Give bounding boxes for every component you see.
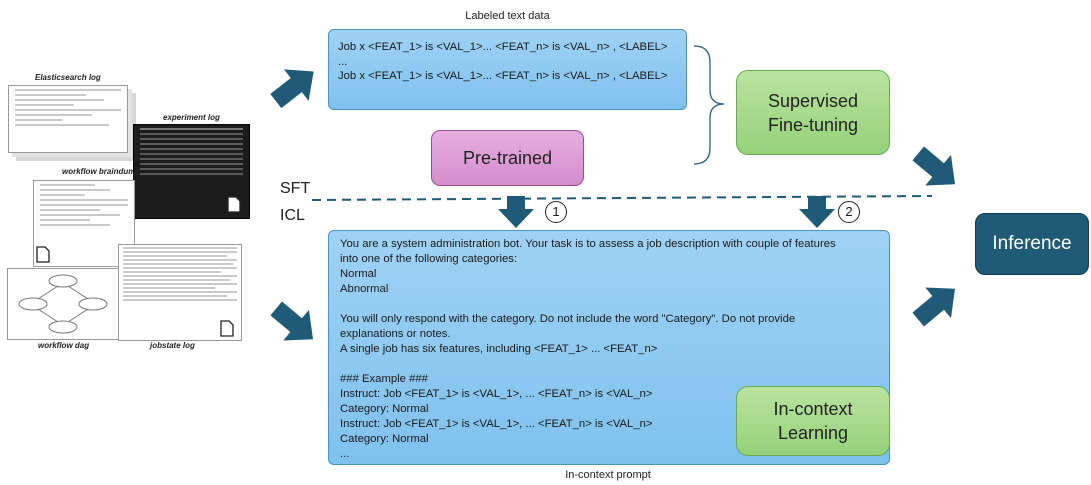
prompt-line: Instruct: Job <FEAT_1> is <VAL_1>, ... <… <box>340 418 653 430</box>
labeled-text-line: Job x <FEAT_1> is <VAL_1>... <FEAT_n> is… <box>338 41 668 53</box>
prompt-line: A single job has six features, including… <box>340 343 658 355</box>
in-context-prompt-box: You are a system administration bot. You… <box>328 230 890 465</box>
prompt-line: You will only respond with the category.… <box>340 313 796 325</box>
elasticsearch-log-thumbnail <box>8 85 128 153</box>
elasticsearch-log-label: Elasticsearch log <box>35 73 101 82</box>
experiment-log-label: experiment log <box>163 113 220 122</box>
experiment-log-thumbnail <box>133 124 250 219</box>
in-context-prompt-caption: In-context prompt <box>565 469 651 481</box>
workflow-dag-thumbnail <box>7 268 119 340</box>
labeled-text-caption: Labeled text data <box>465 10 550 22</box>
document-icon <box>36 246 50 263</box>
supervised-finetuning-box: Supervised Fine-tuning <box>736 70 890 155</box>
step-marker-1: 1 <box>545 201 567 223</box>
in-context-label: In-context <box>773 399 853 419</box>
labeled-text-line: ... <box>338 56 348 68</box>
prompt-line: Abnormal <box>340 283 389 295</box>
prompt-line: Normal <box>340 268 377 280</box>
prompt-text: You are a system administration bot. You… <box>340 237 836 462</box>
icl-label: ICL <box>280 207 305 224</box>
prompt-line: Instruct: Job <FEAT_1> is <VAL_1>, ... <… <box>340 388 653 400</box>
prompt-line: into one of the following categories: <box>340 253 518 265</box>
pretrained-box: Pre-trained <box>431 130 584 186</box>
labeled-text-box: Job x <FEAT_1> is <VAL_1>... <FEAT_n> is… <box>328 29 687 110</box>
prompt-line: explanations or notes. <box>340 328 451 340</box>
inference-label: Inference <box>992 233 1072 254</box>
prompt-line: ### Example ### <box>340 373 428 385</box>
labeled-text-line: Job x <FEAT_1> is <VAL_1>... <FEAT_n> is… <box>338 70 668 82</box>
sft-label: SFT <box>280 180 311 197</box>
finetuning-label: Fine-tuning <box>767 114 859 135</box>
supervised-label: Supervised <box>767 90 859 111</box>
workflow-dag-label: workflow dag <box>38 341 90 350</box>
prompt-line: Category: Normal <box>340 403 429 415</box>
learning-label: Learning <box>777 423 849 443</box>
prompt-line: ... <box>340 448 350 460</box>
jobstate-log-label: jobstate log <box>150 341 195 350</box>
prompt-line <box>340 297 836 312</box>
braindump-log-label: workflow braindump <box>62 167 141 176</box>
prompt-line <box>340 357 836 372</box>
prompt-line: You are a system administration bot. You… <box>340 238 836 250</box>
document-icon <box>220 320 234 337</box>
down-arrow-2 <box>799 196 835 228</box>
pretrained-label: Pre-trained <box>462 147 553 168</box>
in-context-learning-box: In-context Learning <box>736 386 890 456</box>
inference-box: Inference <box>975 213 1089 275</box>
prompt-line: Category: Normal <box>340 433 429 445</box>
step-marker-2: 2 <box>838 201 860 223</box>
document-icon <box>227 196 241 213</box>
down-arrow-1 <box>498 196 534 228</box>
grouping-brace <box>693 45 725 165</box>
